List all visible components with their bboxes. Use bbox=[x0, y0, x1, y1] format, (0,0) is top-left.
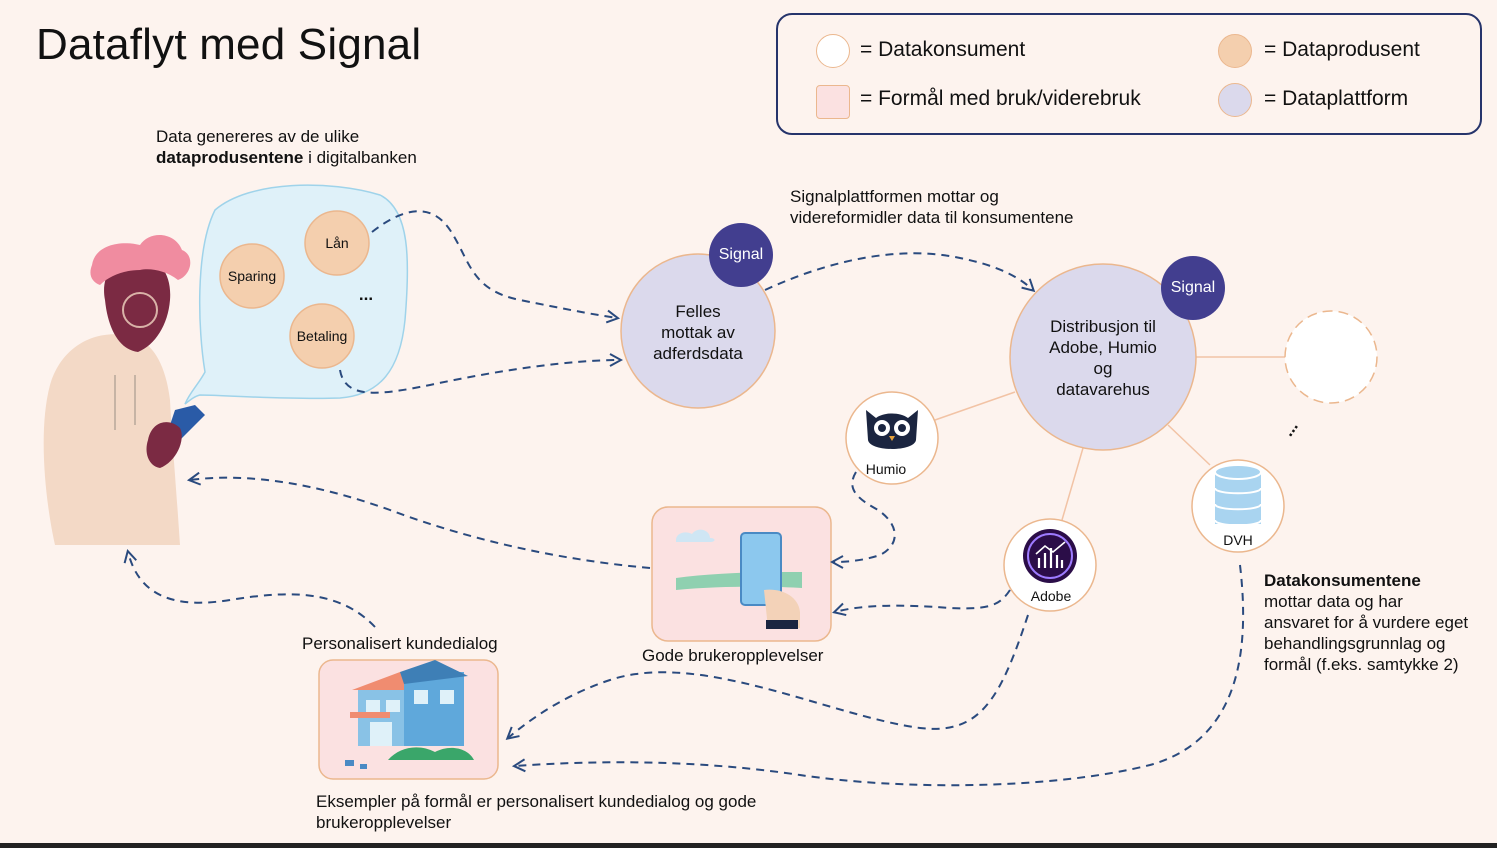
producer-lan-label: Lån bbox=[325, 235, 349, 251]
arrow-humio-to-experience bbox=[833, 471, 896, 562]
legend-platform: = Dataplattform bbox=[1264, 87, 1409, 110]
arrow-adobe-to-dialogue bbox=[508, 614, 1029, 738]
legend-purpose: = Formål med bruk/viderebruk bbox=[860, 87, 1141, 110]
purpose-swatch bbox=[816, 85, 850, 119]
person-illustration bbox=[43, 234, 205, 545]
bottom-note-line1: Eksempler på formål er personalisert kun… bbox=[316, 792, 757, 811]
consumers-note-line4: formål (f.eks. samtykke 2) bbox=[1264, 655, 1459, 674]
receive-node-line3: adferdsdata bbox=[653, 344, 743, 363]
consumers-note-bold: Datakonsumentene bbox=[1264, 571, 1421, 590]
distribution-node-circle bbox=[1009, 263, 1197, 451]
dvh-label: DVH bbox=[1223, 532, 1253, 548]
producers-note-line1: Data genereres av de ulike bbox=[156, 127, 360, 146]
producers-note-bold: dataprodusentene bbox=[156, 148, 304, 167]
consumers-note-line1: mottar data og har bbox=[1264, 592, 1403, 611]
receive-node-circle bbox=[620, 253, 776, 409]
humio-label: Humio bbox=[865, 461, 907, 477]
producer-more-label: ... bbox=[358, 285, 374, 304]
receive-node-label: Felles mottak av adferdsdata bbox=[630, 301, 766, 364]
page-title: Dataflyt med Signal bbox=[36, 20, 422, 69]
future-consumer-circle bbox=[1284, 310, 1378, 404]
house-illustration bbox=[345, 660, 474, 769]
producer-betaling-circle bbox=[289, 303, 355, 369]
producer-lan-circle bbox=[304, 210, 370, 276]
consumers-note-line2: ansvaret for å vurdere eget bbox=[1264, 613, 1469, 632]
producers-note-line2: dataprodusentene i digitalbanken bbox=[156, 147, 417, 168]
receive-node-line2: mottak av bbox=[661, 323, 735, 342]
distribution-node-line4: datavarehus bbox=[1056, 380, 1150, 399]
bottom-rule bbox=[0, 843, 1497, 848]
legend-consumer: = Datakonsument bbox=[860, 38, 1026, 61]
receive-node-line1: Felles bbox=[675, 302, 721, 321]
platform-note-line1: Signalplattformen mottar og bbox=[790, 187, 999, 206]
platform-note: Signalplattformen mottar og videreformid… bbox=[790, 186, 1073, 228]
arrow-adobe-to-experience bbox=[835, 589, 1011, 612]
producers-note: Data genereres av de ulike dataprodusent… bbox=[156, 126, 417, 168]
arrow-dvh-to-dialogue bbox=[515, 564, 1245, 787]
adobe-analytics-icon bbox=[1023, 529, 1077, 583]
arrow-lan-to-receive bbox=[371, 210, 617, 318]
phone-illustration bbox=[676, 529, 802, 629]
consumer-links bbox=[934, 356, 1285, 521]
consumers-note-line3: behandlingsgrunnlag og bbox=[1264, 634, 1446, 653]
producer-betaling-label: Betaling bbox=[296, 328, 348, 344]
legend-box: = Datakonsument = Dataprodusent = Formål… bbox=[776, 13, 1482, 135]
arrow-receive-to-distribution bbox=[764, 252, 1033, 290]
arrow-experience-to-user bbox=[190, 478, 651, 569]
consumers-note: Datakonsumentene mottar data og har ansv… bbox=[1264, 570, 1468, 675]
producer-sparing-label: Sparing bbox=[227, 268, 277, 284]
producers-note-rest: i digitalbanken bbox=[303, 148, 417, 167]
distribution-node-line2: Adobe, Humio bbox=[1049, 338, 1157, 357]
arrow-dialogue-to-user bbox=[128, 552, 376, 628]
signal-badge-receive: Signal bbox=[709, 223, 773, 287]
distribution-node-line3: og bbox=[1093, 359, 1113, 378]
distribution-node-label: Distribusjon til Adobe, Humio og datavar… bbox=[1024, 316, 1182, 400]
experience-label: Gode brukeropplevelser bbox=[642, 646, 824, 665]
platform-note-line2: videreformidler data til konsumentene bbox=[790, 208, 1074, 227]
producer-swatch bbox=[1218, 34, 1252, 68]
database-icon bbox=[1214, 464, 1262, 527]
dialogue-label: Personalisert kundedialog bbox=[302, 634, 498, 653]
signal-badge-distribution: Signal bbox=[1161, 256, 1225, 320]
bottom-note-line2: brukeropplevelser bbox=[316, 813, 452, 832]
adobe-label: Adobe bbox=[1030, 588, 1072, 604]
producer-nodes bbox=[219, 210, 370, 369]
flow-arrows bbox=[128, 210, 1245, 787]
platform-swatch bbox=[1218, 83, 1252, 117]
bottom-note: Eksempler på formål er personalisert kun… bbox=[316, 791, 756, 833]
distribution-node-line1: Distribusjon til bbox=[1050, 317, 1156, 336]
consumer-swatch bbox=[816, 34, 850, 68]
producer-sparing-circle bbox=[219, 243, 285, 309]
owl-icon bbox=[866, 410, 918, 449]
legend-producer: = Dataprodusent bbox=[1264, 38, 1420, 61]
